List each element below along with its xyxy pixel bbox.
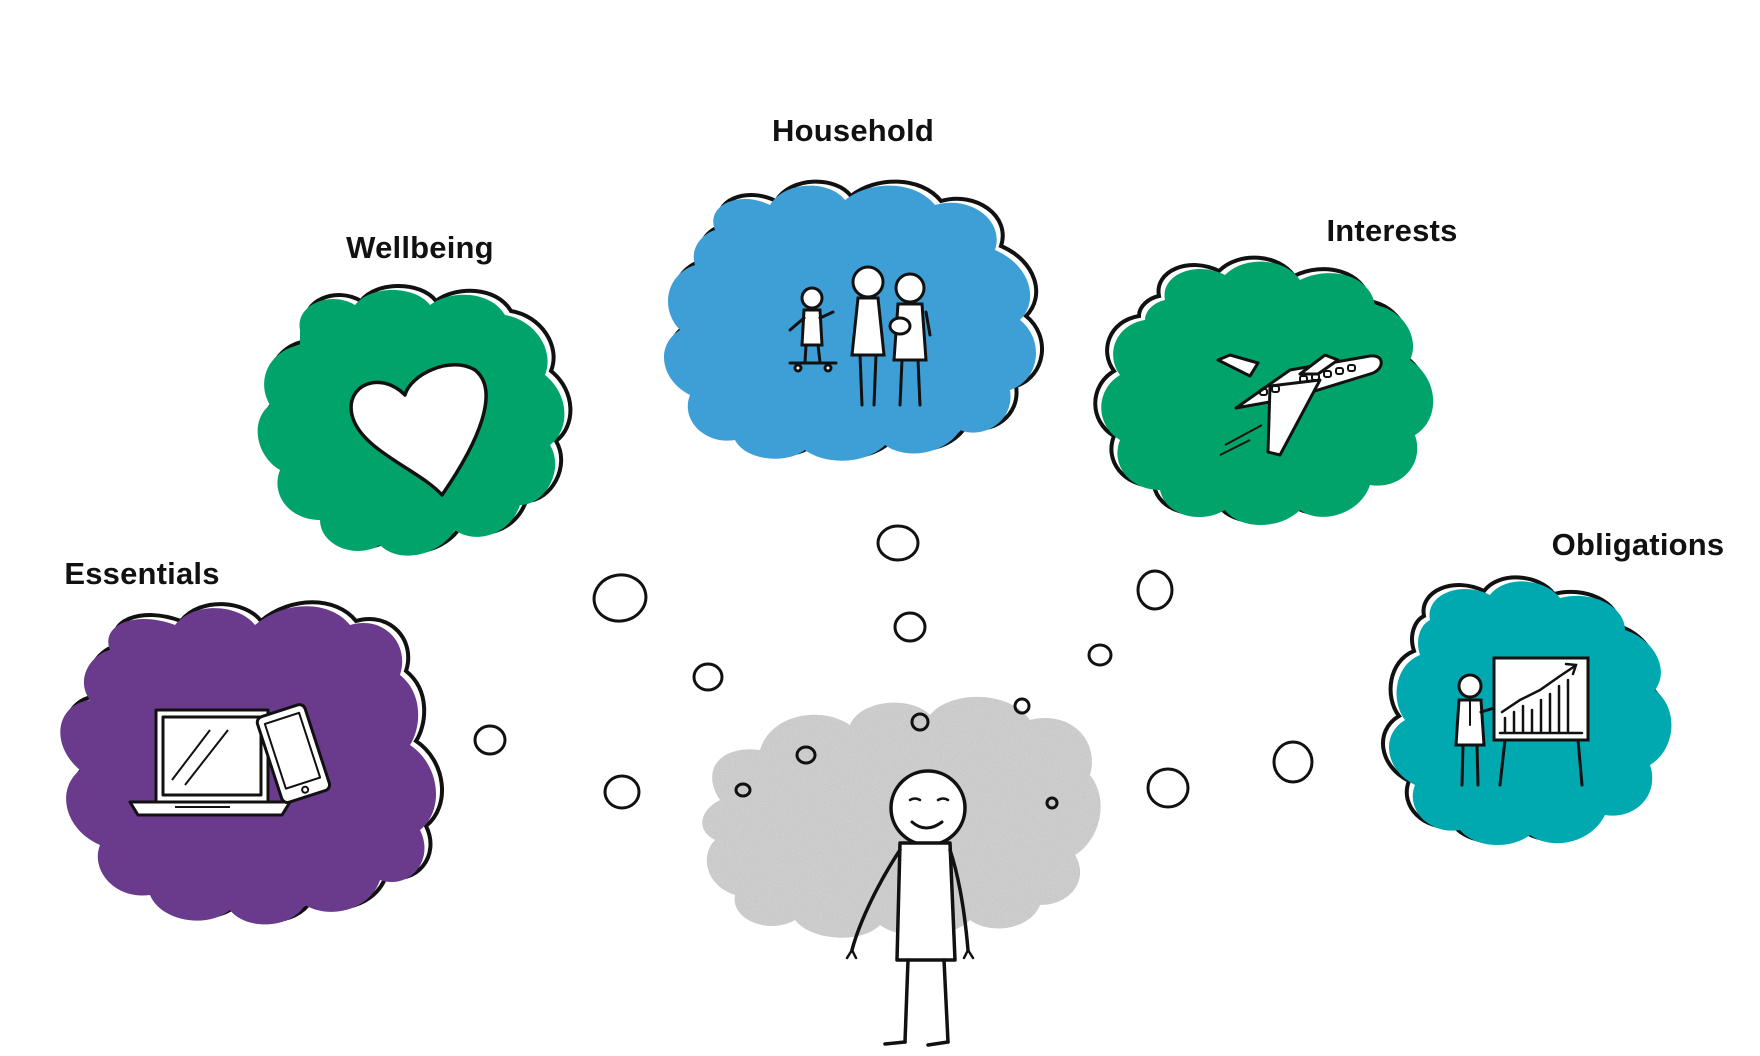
cloud-household — [663, 179, 1044, 461]
bubble-circle — [473, 724, 507, 756]
bubble-circle — [603, 774, 641, 810]
bubble-circle — [1045, 796, 1059, 810]
thinking-person-icon — [845, 769, 975, 1047]
airplane-icon — [1216, 353, 1383, 457]
thought-bubbles — [473, 524, 1314, 810]
bubble-circle — [1087, 643, 1113, 667]
heart-icon — [349, 363, 488, 497]
cloud-wellbeing — [257, 284, 573, 556]
bubble-circle — [1146, 767, 1190, 809]
bubble-circle — [1272, 740, 1314, 784]
label-interests: Interests — [1326, 213, 1458, 248]
bubble-circle — [910, 712, 930, 732]
cloud-obligations — [1381, 575, 1672, 846]
bubble-circle — [893, 611, 927, 643]
bubble-circle — [592, 573, 648, 623]
label-essentials: Essentials — [64, 556, 220, 591]
bubble-circle — [876, 524, 920, 562]
cloud-essentials — [60, 600, 444, 925]
bubble-circle — [1136, 569, 1174, 611]
presentation-chart-icon — [1454, 656, 1590, 787]
bubble-circle — [692, 662, 724, 692]
label-obligations: Obligations — [1551, 527, 1725, 562]
cloud-interests — [1093, 255, 1434, 525]
family-icon — [788, 265, 932, 407]
label-wellbeing: Wellbeing — [346, 230, 494, 265]
bubble-circle — [795, 745, 817, 765]
laptop-phone-icon — [128, 703, 332, 817]
bubble-circle — [734, 782, 752, 798]
label-household: Household — [772, 113, 934, 148]
household-cloud-shape — [663, 185, 1037, 461]
bubble-circle — [1013, 697, 1031, 715]
